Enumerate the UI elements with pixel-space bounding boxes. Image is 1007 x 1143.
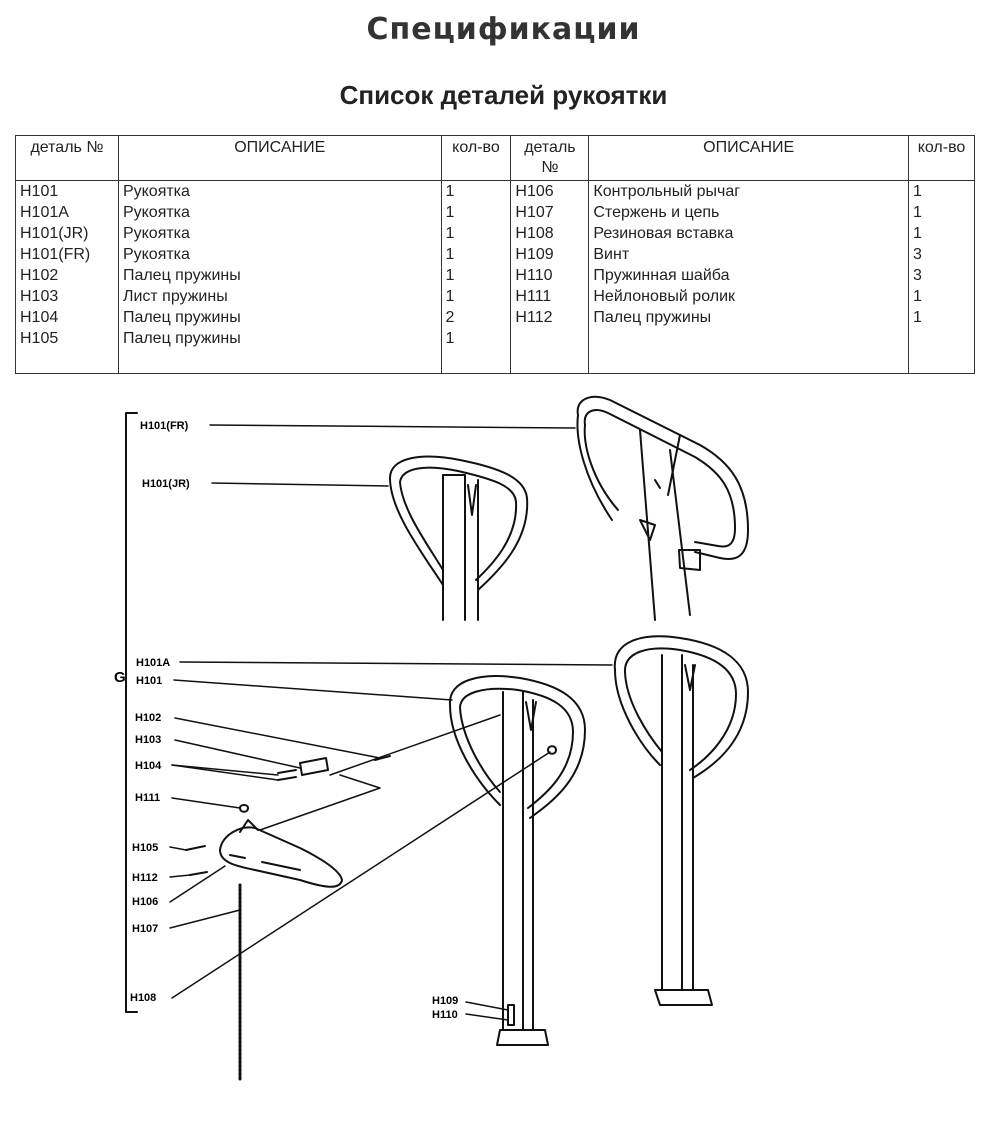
left-qty-column: 1 1 1 1 1 1 2 1 bbox=[440, 180, 512, 374]
column-header: деталь № bbox=[15, 135, 119, 181]
label-h110: H110 bbox=[432, 1009, 458, 1021]
part-description: Нейлоновый ролик bbox=[593, 288, 736, 305]
label-h108: H108 bbox=[130, 992, 156, 1004]
part-quantity: 1 bbox=[913, 288, 922, 305]
label-h105: H105 bbox=[132, 842, 158, 854]
part-quantity: 3 bbox=[913, 246, 922, 263]
part-number: H107 bbox=[515, 204, 554, 221]
section-title: Список деталей рукоятки bbox=[339, 80, 668, 110]
handle-h101a bbox=[613, 635, 749, 1006]
label-h101: H101 bbox=[136, 675, 162, 687]
part-quantity: 1 bbox=[445, 330, 455, 347]
part-description: Винт bbox=[593, 246, 630, 263]
right-qty-column: 1 1 1 3 3 1 1 bbox=[908, 180, 975, 374]
control-lever-h106 bbox=[219, 819, 343, 888]
label-h101fr: H101(FR) bbox=[140, 420, 189, 432]
left-desc-column: Рукоятка Рукоятка Рукоятка Рукоятка Пале… bbox=[117, 180, 442, 374]
label-h101a: H101A bbox=[136, 657, 170, 669]
part-quantity: 1 bbox=[913, 309, 922, 326]
part-quantity: 1 bbox=[445, 183, 455, 200]
exploded-parts-diagram: H101(FR) H101(JR) H101A G H101 H102 H103… bbox=[114, 395, 749, 1082]
right-desc-column: Контрольный рычаг Стержень и цепь Резино… bbox=[588, 180, 910, 374]
part-number: H101 bbox=[20, 183, 59, 200]
column-header: деталь № bbox=[510, 135, 590, 181]
part-quantity: 3 bbox=[913, 267, 922, 284]
part-number: H106 bbox=[515, 183, 554, 200]
part-description: Рукоятка bbox=[122, 225, 190, 242]
part-quantity: 1 bbox=[445, 288, 455, 305]
part-quantity: 1 bbox=[913, 204, 922, 221]
label-h102: H102 bbox=[135, 712, 161, 724]
handle-h101jr bbox=[389, 455, 529, 621]
part-quantity: 1 bbox=[445, 267, 455, 284]
label-h104: H104 bbox=[135, 760, 162, 772]
part-quantity: 1 bbox=[913, 183, 922, 200]
part-description: Палец пружины bbox=[122, 267, 241, 284]
part-quantity: 1 bbox=[445, 246, 455, 263]
part-number: H101A bbox=[20, 204, 69, 221]
part-number: H110 bbox=[515, 267, 553, 284]
part-description: Палец пружины bbox=[593, 309, 712, 326]
part-description: Резиновая вставка bbox=[593, 225, 734, 242]
handle-h101fr bbox=[576, 395, 749, 621]
small-parts bbox=[185, 745, 557, 1082]
part-number: H101(FR) bbox=[20, 246, 91, 263]
part-number: H109 bbox=[515, 246, 554, 263]
part-number: H105 bbox=[20, 330, 59, 347]
column-header: кол-во bbox=[440, 135, 512, 181]
parts-table: деталь № ОПИСАНИЕ кол-во деталь № ОПИСАН… bbox=[15, 135, 975, 374]
part-number: H104 bbox=[20, 309, 59, 326]
column-header: ОПИСАНИЕ bbox=[588, 135, 910, 181]
label-h109: H109 bbox=[432, 995, 458, 1007]
part-quantity: 1 bbox=[913, 225, 922, 242]
column-header: кол-во bbox=[908, 135, 975, 181]
table-body-row: H101 H101A H101(JR) H101(FR) H102 H103 H… bbox=[15, 180, 975, 374]
group-bracket bbox=[125, 412, 138, 1013]
part-number: H112 bbox=[515, 309, 553, 326]
part-quantity: 1 bbox=[445, 225, 455, 242]
handle-h101 bbox=[448, 675, 586, 1046]
part-description: Палец пружины bbox=[122, 309, 241, 326]
page-title: Спецификации bbox=[366, 12, 641, 47]
part-number: H111 bbox=[515, 288, 552, 305]
label-h111: H111 bbox=[135, 792, 160, 804]
part-number: H108 bbox=[515, 225, 554, 242]
part-quantity: 1 bbox=[445, 204, 455, 221]
table-header-row: деталь № ОПИСАНИЕ кол-во деталь № ОПИСАН… bbox=[15, 135, 975, 181]
label-h107: H107 bbox=[132, 923, 158, 935]
label-h101jr: H101(JR) bbox=[142, 478, 190, 490]
column-header: ОПИСАНИЕ bbox=[117, 135, 442, 181]
left-part-column: H101 H101A H101(JR) H101(FR) H102 H103 H… bbox=[15, 180, 119, 374]
leader-lines bbox=[169, 424, 613, 1021]
part-description: Лист пружины bbox=[122, 288, 228, 305]
part-number: H101(JR) bbox=[20, 225, 89, 242]
label-h112: H112 bbox=[132, 872, 158, 884]
part-description: Рукоятка bbox=[122, 204, 190, 221]
right-part-column: H106 H107 H108 H109 H110 H111 H112 bbox=[510, 180, 590, 374]
part-description: Рукоятка bbox=[122, 246, 190, 263]
label-group-g: G bbox=[114, 669, 126, 686]
label-h106: H106 bbox=[132, 896, 158, 908]
part-description: Пружинная шайба bbox=[593, 267, 730, 284]
part-number: H102 bbox=[20, 267, 59, 284]
part-description: Стержень и цепь bbox=[593, 204, 720, 221]
part-number: H103 bbox=[20, 288, 59, 305]
part-description: Палец пружины bbox=[122, 330, 241, 347]
part-quantity: 2 bbox=[445, 309, 455, 326]
label-h103: H103 bbox=[135, 734, 161, 746]
part-description: Рукоятка bbox=[122, 183, 190, 200]
part-description: Контрольный рычаг bbox=[593, 183, 741, 200]
